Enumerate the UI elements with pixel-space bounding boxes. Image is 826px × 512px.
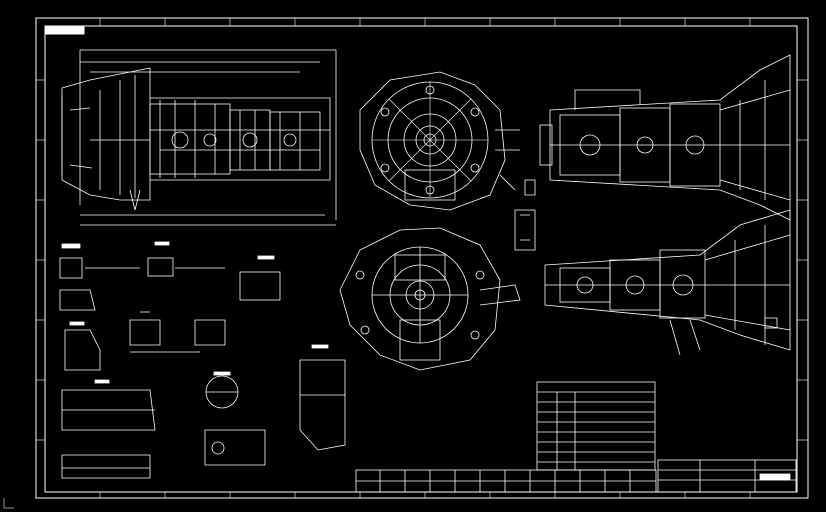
inner-border [44, 25, 798, 493]
revision-table [355, 469, 657, 493]
parameter-table [536, 381, 656, 471]
gearbox-side-view [61, 49, 337, 226]
small-section-details [514, 179, 536, 251]
drawing-number-box [45, 25, 85, 35]
border-grid-ticks [36, 18, 808, 498]
gearbox-right-side-view-top [539, 54, 791, 221]
title-block [657, 459, 797, 493]
gearbox-front-view-top [359, 71, 520, 211]
gearbox-rear-view [339, 227, 521, 371]
detail-sections-left [44, 240, 281, 492]
axis-icon [3, 498, 14, 509]
gearbox-right-side-view-bottom [544, 209, 791, 356]
outer-border [35, 17, 809, 499]
detail-sections-center [204, 344, 346, 466]
